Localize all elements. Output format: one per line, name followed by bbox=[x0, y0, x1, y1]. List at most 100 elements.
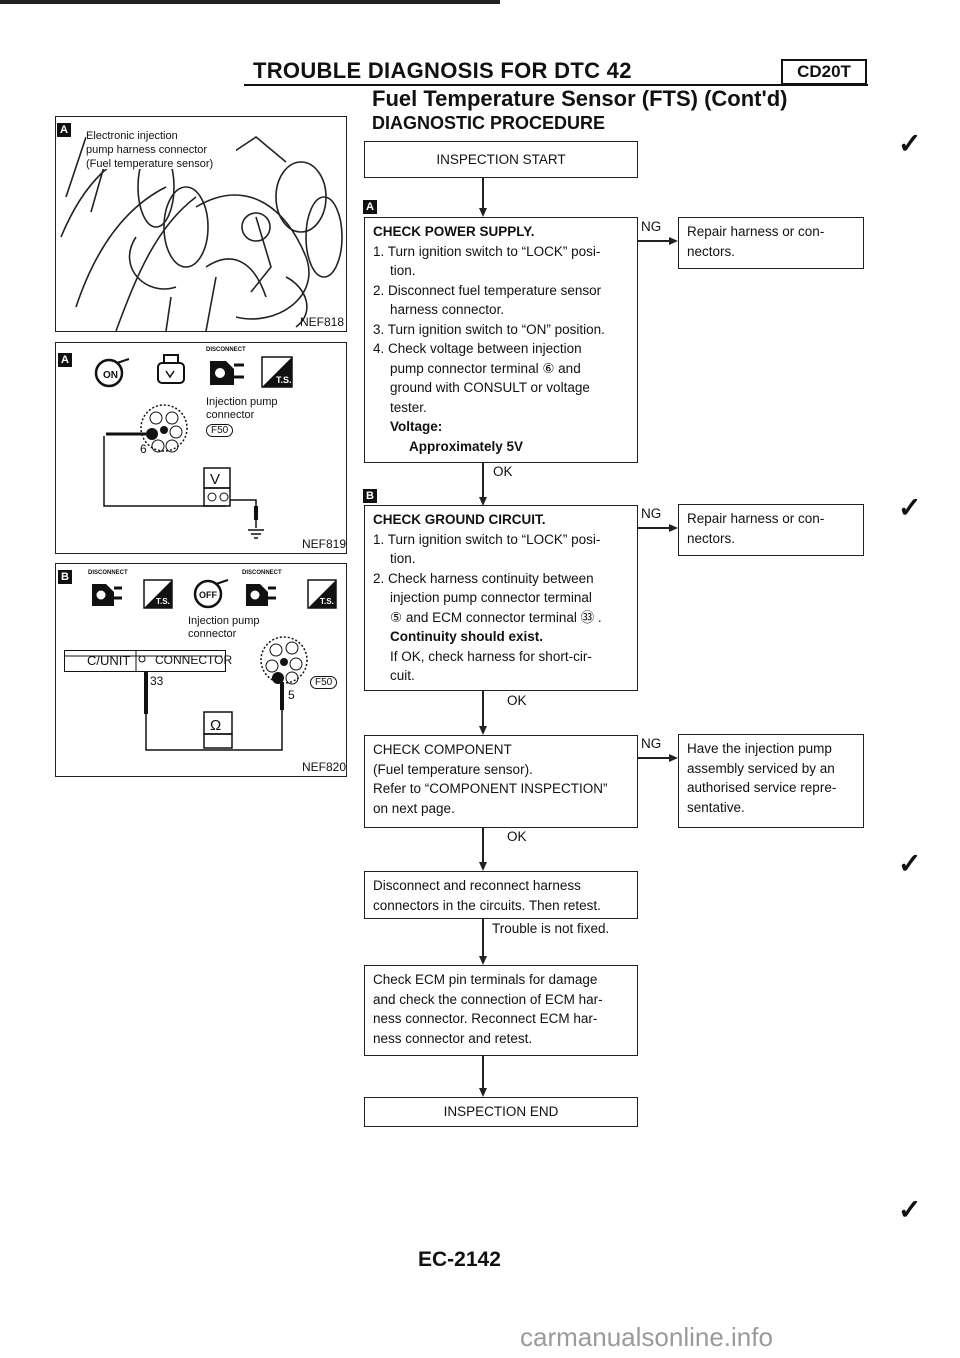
check-ecm-pins-box: Check ECM pin terminals for damage and c… bbox=[364, 965, 638, 1056]
cunit-label: C/UNIT bbox=[87, 653, 131, 668]
figure-marker-a: A bbox=[57, 123, 71, 137]
step-text: cuit. bbox=[390, 668, 415, 683]
action-text: nectors. bbox=[687, 243, 736, 259]
step-text: 2. Disconnect fuel temperature sensor bbox=[373, 282, 602, 298]
figure-caption-line-3: (Fuel temperature sensor) bbox=[86, 158, 214, 170]
ng-label: NG bbox=[641, 219, 662, 234]
step-text: ness connector and retest. bbox=[373, 1030, 533, 1046]
step-text: 1. Turn ignition switch to “LOCK” posi- bbox=[373, 531, 601, 547]
step-heading: CHECK COMPONENT bbox=[373, 742, 512, 757]
connector-label-1: Injection pump bbox=[206, 396, 278, 408]
step-text: injection pump connector terminal bbox=[390, 590, 592, 605]
figure-code: NEF818 bbox=[300, 315, 345, 329]
svg-text:Ω: Ω bbox=[210, 717, 221, 734]
ng-arrow bbox=[669, 237, 678, 245]
figure-code: NEF819 bbox=[302, 537, 347, 551]
ng-line bbox=[638, 527, 670, 529]
ng-arrow bbox=[669, 754, 678, 762]
svg-text:T.S.: T.S. bbox=[276, 375, 292, 385]
page-subtitle: Fuel Temperature Sensor (FTS) (Cont'd) bbox=[372, 86, 788, 111]
flow-line bbox=[482, 178, 484, 212]
flow-line bbox=[482, 828, 484, 867]
injection-pump-connector-diagram: V bbox=[103, 404, 264, 539]
ts-tester-icon: T.S. bbox=[143, 579, 173, 609]
svg-text:ON: ON bbox=[103, 370, 118, 381]
watermark: carmanualsonline.info bbox=[520, 1322, 773, 1352]
flow-line bbox=[482, 1056, 484, 1092]
step-text: (Fuel temperature sensor). bbox=[373, 761, 533, 777]
connector-code-badge: F50 bbox=[206, 424, 234, 437]
action-text: authorised service repre- bbox=[687, 780, 837, 795]
step-text: connectors in the circuits. Then retest. bbox=[373, 897, 601, 913]
ok-label: OK bbox=[507, 693, 527, 708]
ng-label: NG bbox=[641, 506, 662, 521]
disconnect-label: DISCONNECT bbox=[206, 347, 246, 353]
checkmark-icon: ✓ bbox=[898, 128, 922, 159]
figure-continuity-check: B DISCONNECT T.S. OFF DISCONNECT T.S. In… bbox=[55, 563, 347, 777]
top-rule bbox=[0, 0, 500, 4]
action-text: Repair harness or con- bbox=[687, 511, 825, 526]
figure-caption-line-1: Electronic injection bbox=[86, 130, 178, 142]
check-ground-circuit-box: CHECK GROUND CIRCUIT. 1. Turn ignition s… bbox=[364, 505, 638, 691]
disconnect-label-1: DISCONNECT bbox=[88, 570, 128, 576]
step-text: tion. bbox=[390, 263, 416, 278]
ignition-key-off-icon: OFF bbox=[193, 579, 229, 609]
terminal-number: 6 bbox=[140, 442, 147, 456]
step-heading: CHECK GROUND CIRCUIT. bbox=[373, 512, 546, 527]
step-text: ness connector. Reconnect ECM har- bbox=[373, 1011, 598, 1026]
action-text: Have the injection pump bbox=[687, 741, 832, 756]
inspection-end-label: INSPECTION END bbox=[443, 1104, 559, 1119]
connector-label-2: connector bbox=[188, 628, 237, 640]
retest-note: Trouble is not fixed. bbox=[492, 921, 610, 936]
page-title: TROUBLE DIAGNOSIS FOR DTC 42 bbox=[253, 58, 632, 83]
ignition-key-on-icon: ON bbox=[94, 358, 130, 388]
svg-text:T.S.: T.S. bbox=[156, 597, 170, 606]
step-text: 4. Check voltage between injection bbox=[373, 341, 582, 356]
flow-line bbox=[482, 691, 484, 731]
repair-harness-box: Repair harness or con- nectors. bbox=[678, 504, 864, 556]
checkmark-icon: ✓ bbox=[898, 1194, 922, 1225]
disconnect-label-2: DISCONNECT bbox=[242, 570, 282, 576]
header-rule bbox=[244, 84, 868, 86]
action-text: assembly serviced by an bbox=[687, 760, 835, 776]
spec-label: Voltage: bbox=[390, 419, 443, 434]
disconnect-icon bbox=[92, 584, 122, 606]
ok-label: OK bbox=[507, 829, 527, 844]
inspection-start-box: INSPECTION START bbox=[364, 141, 638, 178]
step-text: 1. Turn ignition switch to “LOCK” posi- bbox=[373, 243, 601, 259]
step-text: tester. bbox=[390, 399, 427, 415]
flow-arrow bbox=[479, 726, 487, 735]
disconnect-icon bbox=[210, 361, 244, 385]
figure-marker-b2: B bbox=[58, 570, 72, 584]
disconnect-icon bbox=[246, 584, 276, 606]
step-text: If OK, check harness for short-cir- bbox=[390, 648, 592, 664]
step-text: and check the connection of ECM har- bbox=[373, 991, 603, 1007]
step-text: on next page. bbox=[373, 800, 455, 816]
ng-arrow bbox=[669, 524, 678, 532]
figure-voltage-check: A ON DISCONNECT T.S. Injection pump conn… bbox=[55, 342, 347, 554]
inspection-start-label: INSPECTION START bbox=[436, 152, 566, 167]
page-number: EC-2142 bbox=[418, 1248, 501, 1271]
step-text: ground with CONSULT or voltage bbox=[390, 380, 590, 395]
spec-label: Continuity should exist. bbox=[390, 629, 544, 644]
section-heading: DIAGNOSTIC PROCEDURE bbox=[372, 113, 606, 133]
ok-label: OK bbox=[493, 464, 513, 479]
checkmark-icon: ✓ bbox=[898, 492, 922, 523]
connector-icon bbox=[157, 354, 185, 384]
step-text: ⑤ and ECM connector terminal ㉝ . bbox=[390, 609, 602, 625]
figure-engine-photo: A Electronic injection pump harness conn… bbox=[55, 116, 347, 332]
step-text: harness connector. bbox=[390, 302, 505, 317]
flow-arrow bbox=[479, 497, 487, 506]
inspection-end-box: INSPECTION END bbox=[364, 1097, 638, 1127]
step-text: Disconnect and reconnect harness bbox=[373, 878, 581, 893]
step-text: pump connector terminal ⑥ and bbox=[390, 360, 581, 376]
ng-line bbox=[638, 240, 670, 242]
spec-value: Approximately 5V bbox=[409, 438, 524, 454]
step-marker-b: B bbox=[363, 489, 377, 503]
action-text: Repair harness or con- bbox=[687, 224, 825, 239]
step-text: Refer to “COMPONENT INSPECTION” bbox=[373, 781, 608, 796]
engine-code-badge: CD20T bbox=[781, 59, 867, 85]
figure-code: NEF820 bbox=[302, 760, 347, 774]
flow-arrow bbox=[479, 208, 487, 217]
step-text: Check ECM pin terminals for damage bbox=[373, 972, 598, 987]
